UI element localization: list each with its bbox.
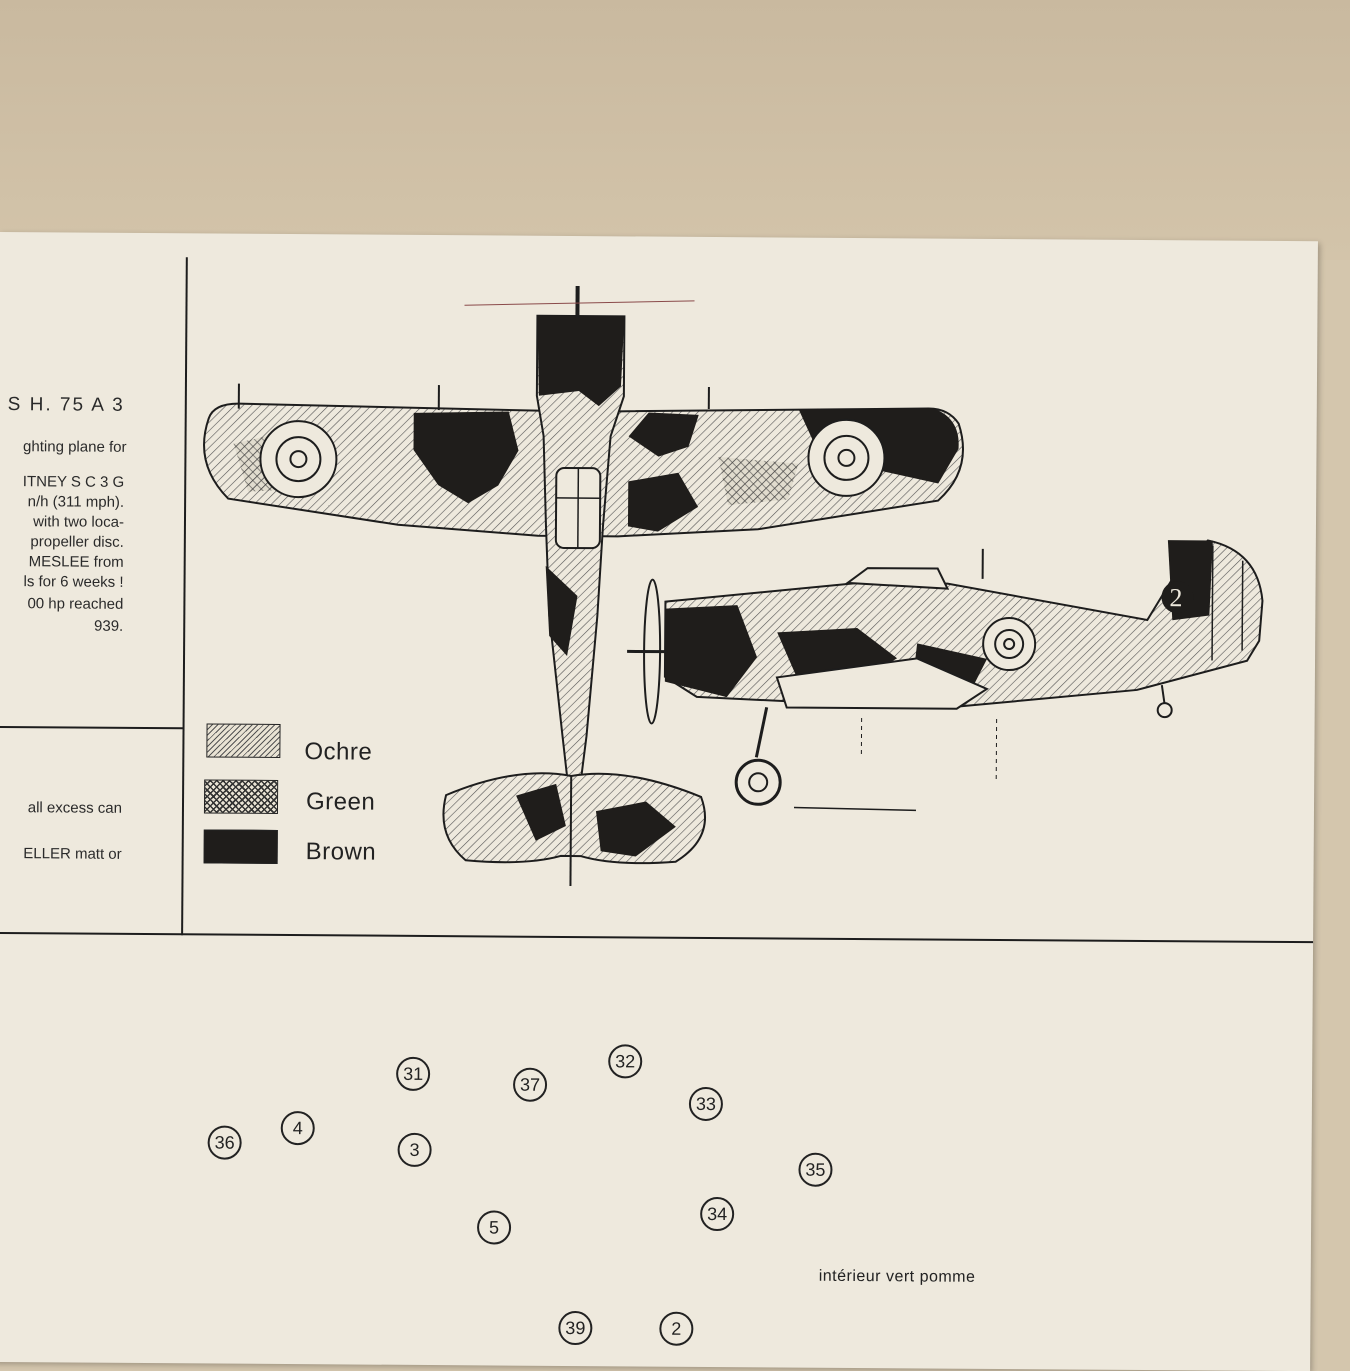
camo-patch [718, 457, 798, 506]
aircraft-code: 2 [1169, 583, 1182, 612]
assembly-note: intérieur vert pomme [819, 1268, 976, 1287]
background-wall [0, 0, 1350, 260]
roundel-left [260, 421, 337, 498]
callout-33: 33 [689, 1087, 723, 1121]
side-roundel [983, 618, 1035, 670]
callout-35: 35 [798, 1153, 832, 1187]
roundel-right [808, 420, 885, 497]
callout-31: 31 [396, 1057, 430, 1091]
main-wheel [736, 760, 780, 804]
callout-34: 34 [700, 1197, 734, 1231]
callout-4: 4 [281, 1111, 315, 1145]
callout-5: 5 [477, 1210, 511, 1244]
callout-36: 36 [208, 1125, 242, 1159]
tail-wheel [1158, 703, 1172, 717]
callout-3: 3 [397, 1133, 431, 1167]
aircraft-plan-view: 2 [0, 232, 1318, 951]
callout-32: 32 [608, 1044, 642, 1078]
callout-39: 39 [558, 1311, 592, 1345]
aircraft-side-view: 2 [626, 536, 1263, 812]
instruction-sheet: S H. 75 A 3 ghting plane for ITNEY S C 3… [0, 232, 1318, 1371]
callout-2: 2 [659, 1312, 693, 1346]
plan-tailplane [443, 773, 705, 864]
callout-37: 37 [513, 1068, 547, 1102]
